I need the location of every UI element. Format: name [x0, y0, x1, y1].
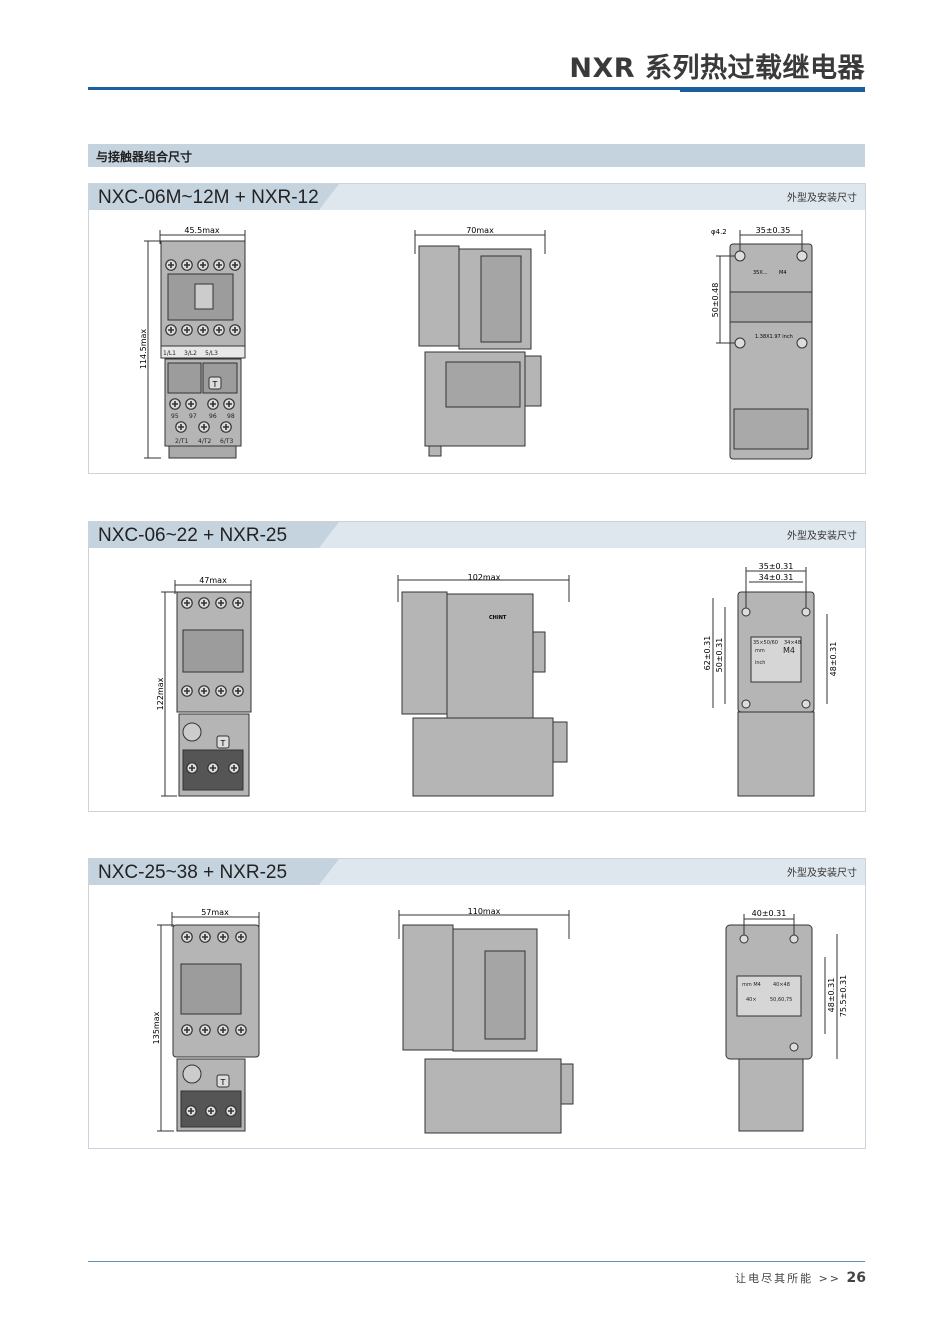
footer-arrows: >>	[818, 1272, 842, 1285]
dim-mount-h3: 48±0.31	[829, 642, 838, 677]
panel-title: NXC-06~22 + NXR-25	[98, 525, 288, 546]
plate-text: 1.38X1.97 inch	[755, 334, 793, 340]
front-view	[157, 912, 260, 1132]
dim-front-height: 114.5max	[139, 329, 148, 370]
test-button	[216, 735, 230, 749]
panel-header: NXC-25~38 + NXR-25 外型及安装尺寸	[89, 859, 865, 885]
panel-header: NXC-06~22 + NXR-25 外型及安装尺寸	[89, 522, 865, 548]
brand-label: CHINT	[489, 615, 507, 621]
mount-view	[716, 230, 813, 460]
section-bar: 与接触器组合尺寸	[88, 144, 865, 167]
dim-front-width: 45.5max	[184, 226, 220, 235]
plate-text: mm	[755, 648, 765, 654]
plate-text: inch	[755, 660, 765, 666]
plate-text: M4	[779, 270, 787, 276]
panel-title: NXC-06M~12M + NXR-12	[98, 187, 319, 208]
panel-tag: 外型及安装尺寸	[787, 868, 857, 879]
dim-mount-height: 50±0.48	[711, 283, 720, 318]
plate-text: 35X...	[753, 270, 768, 276]
panel-tag: 外型及安装尺寸	[787, 193, 857, 204]
plate-text: 35×50/60	[753, 640, 778, 646]
footer-slogan: 让电尽其所能	[735, 1272, 814, 1285]
page-title: NXR 系列热过载继电器	[569, 53, 865, 84]
side-view	[398, 910, 574, 1134]
page-number: 26	[846, 1270, 866, 1286]
terminal-label: 4/T2	[198, 438, 212, 445]
test-button	[216, 1074, 230, 1088]
section-title: 与接触器组合尺寸	[96, 150, 193, 164]
test-label: T	[220, 739, 226, 748]
dim-mount-h1: 48±0.31	[827, 978, 836, 1013]
drawing-set: T 1/L1 3/L2 5/L3 95 97 96 98 2/T1 4/T2 6…	[139, 226, 813, 460]
terminal-label: 2/T1	[175, 438, 189, 445]
dim-mount-width: 40±0.31	[752, 909, 787, 918]
panel-nxc-25-38: NXC-25~38 + NXR-25 外型及安装尺寸 T 57max 135ma…	[88, 858, 866, 1149]
terminal-label: 3/L2	[184, 350, 197, 357]
header-rule-accent	[680, 88, 865, 92]
drawing-set: T 47max 122max 102max CHINT 35±0.31 34±0…	[156, 562, 838, 797]
dim-side-depth: 70max	[466, 226, 494, 235]
test-label: T	[212, 380, 218, 389]
dim-mount-h1: 62±0.31	[703, 636, 712, 671]
panel-nxc-06-22: NXC-06~22 + NXR-25 外型及安装尺寸 T 47max 122ma…	[88, 521, 866, 812]
plate-text: 50,60,75	[770, 997, 792, 1003]
dim-mount-w2: 34±0.31	[759, 573, 794, 582]
dim-mount-w1: 35±0.31	[759, 562, 794, 571]
terminal-label: 95	[171, 413, 179, 420]
plate-text: M4	[783, 646, 795, 655]
dim-mount-h2: 50±0.31	[715, 638, 724, 673]
panel-header: NXC-06M~12M + NXR-12 外型及安装尺寸	[89, 184, 865, 210]
plate-text: 40×	[746, 997, 757, 1003]
terminal-label: 96	[209, 413, 217, 420]
header-rule	[88, 87, 865, 90]
side-view	[414, 230, 546, 457]
terminal-label: 1/L1	[163, 350, 176, 357]
plate-text: 34×48	[784, 640, 801, 646]
footer: 让电尽其所能 >> 26	[735, 1270, 866, 1286]
terminal-label: 98	[227, 413, 235, 420]
mount-view	[725, 914, 838, 1132]
dim-front-width: 57max	[201, 908, 229, 917]
side-view	[397, 575, 570, 797]
test-button	[208, 376, 222, 390]
terminal-label: 6/T3	[220, 438, 234, 445]
dim-side-depth: 110max	[468, 907, 501, 916]
mount-view	[712, 567, 828, 797]
dim-mount-width: 35±0.35	[756, 226, 791, 235]
panel-title: NXC-25~38 + NXR-25	[98, 862, 288, 883]
panel-nxc-06m-12m: NXC-06M~12M + NXR-12 外型及安装尺寸 T 1/L1 3/L2…	[88, 183, 866, 474]
terminal-label: 97	[189, 413, 197, 420]
dim-front-height: 135max	[152, 1011, 161, 1044]
dim-side-depth: 102max	[468, 573, 501, 582]
test-label: T	[220, 1078, 226, 1087]
footer-rule	[88, 1261, 865, 1262]
dim-mount-h2: 75.5±0.31	[839, 975, 848, 1017]
drawing-set: T 57max 135max 110max 40±0.31 48±0.31 75…	[152, 907, 848, 1134]
dim-front-height: 122max	[156, 677, 165, 710]
dim-front-width: 47max	[199, 576, 227, 585]
plate-text: 40×48	[773, 982, 790, 988]
dim-hole: φ4.2	[711, 228, 727, 236]
panel-tag: 外型及安装尺寸	[787, 531, 857, 542]
plate-text: mm M4	[742, 982, 761, 988]
terminal-label: 5/L3	[205, 350, 218, 357]
